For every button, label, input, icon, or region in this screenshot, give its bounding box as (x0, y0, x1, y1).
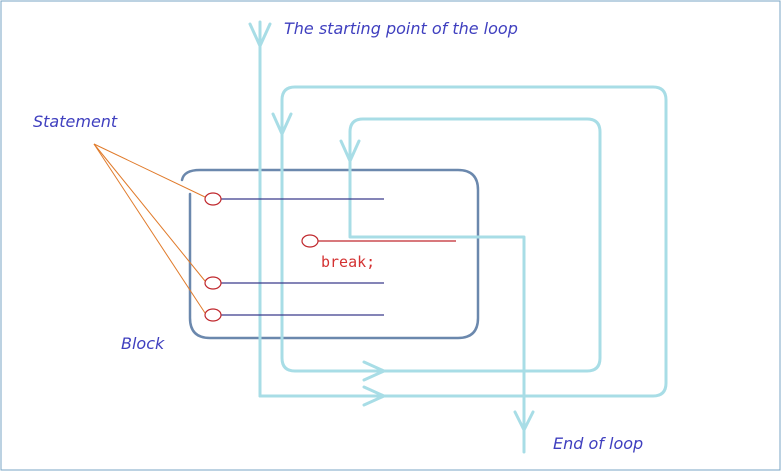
inner-loop-path (280, 104, 602, 454)
break-marker-icon (301, 234, 319, 248)
break-label: break; (321, 253, 375, 271)
statement-marker-1-icon (204, 192, 222, 206)
statement-markers (204, 192, 319, 322)
loop-start-label: The starting point of the loop (284, 19, 518, 38)
arrow-inner-down-icon (339, 139, 361, 163)
statement-lines (221, 198, 456, 316)
pointer-line-3 (93, 143, 206, 314)
arrow-end-down-icon (513, 410, 535, 432)
statement-marker-3-icon (204, 276, 222, 290)
arrow-outer-right-icon (362, 385, 386, 407)
arrow-start-down-icon (248, 22, 272, 48)
pointer-line-2 (93, 143, 206, 282)
arrow-inner-right-icon (362, 360, 386, 382)
statement-pointers (93, 143, 206, 314)
statement-marker-4-icon (204, 308, 222, 322)
pointer-line-1 (93, 143, 206, 198)
loop-end-label: End of loop (553, 434, 643, 453)
statement-label: Statement (33, 112, 118, 131)
block-label: Block (121, 334, 165, 353)
flow-arrows (248, 22, 535, 432)
arrow-outer-down-icon (271, 112, 293, 136)
outer-loop-path (258, 20, 668, 398)
block-outline (180, 168, 480, 340)
